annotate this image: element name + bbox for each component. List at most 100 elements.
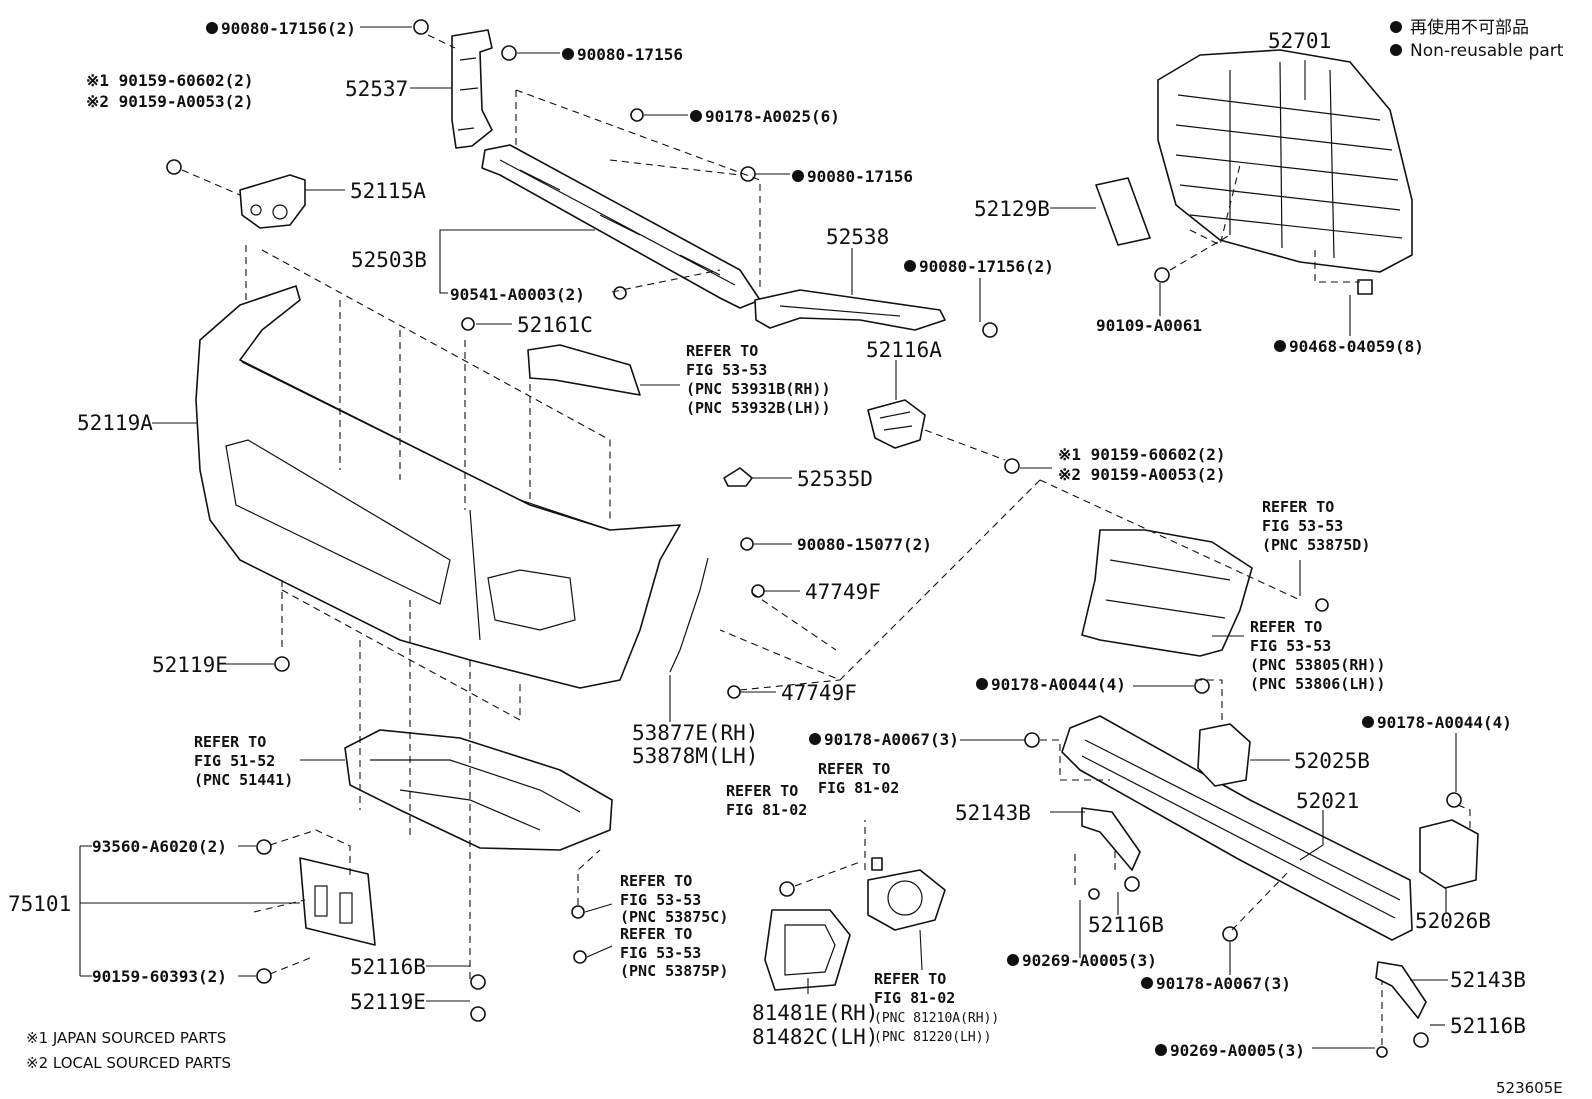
svg-text:REFER TO: REFER TO	[194, 733, 266, 751]
clip-icon	[613, 286, 627, 300]
label-81482c: 81482C(LH)	[752, 1025, 878, 1049]
label-90159-a0053-b: ※2 90159-A0053(2)	[1058, 465, 1226, 484]
svg-text:(PNC 53932B(LH)): (PNC 53932B(LH))	[686, 399, 831, 417]
harness-53877e	[669, 557, 709, 673]
bolt-icon	[1124, 876, 1140, 892]
label-53878m: 53878M(LH)	[632, 744, 758, 768]
svg-text:REFER TO: REFER TO	[620, 925, 692, 943]
label-90080-15077: 90080-15077(2)	[797, 535, 932, 554]
label-52116b-c: 52116B	[350, 955, 426, 979]
bolt-icon	[1413, 1032, 1429, 1048]
label-90109-a0061: 90109-A0061	[1096, 316, 1202, 335]
refer-note-53875d: REFER TO FIG 53-53 (PNC 53875D)	[1262, 498, 1370, 554]
clip-icon	[1088, 888, 1100, 900]
legend-en: Non-reusable part	[1410, 41, 1564, 61]
assembly-lines	[181, 34, 1471, 1045]
svg-text:REFER TO: REFER TO	[1250, 618, 1322, 636]
label-52129b: 52129B	[974, 197, 1050, 221]
refer-note-53931b: REFER TO FIG 53-53 (PNC 53931B(RH)) (PNC…	[686, 342, 831, 417]
label-93560-a6020: 93560-A6020(2)	[92, 837, 227, 856]
bolt-icon	[470, 974, 486, 990]
refer-note-81-02-a: REFER TO FIG 81-02	[726, 782, 807, 819]
svg-text:REFER TO: REFER TO	[620, 872, 692, 890]
bracket-52143b-upper	[1081, 807, 1141, 871]
svg-text:REFER TO: REFER TO	[1262, 498, 1334, 516]
label-90080-17156: 90080-17156	[577, 45, 683, 64]
bracket-52116a	[867, 399, 926, 449]
nut-icon	[630, 108, 644, 122]
bolt-icon	[727, 685, 741, 699]
label-52538: 52538	[826, 225, 889, 249]
grille-52701	[1157, 49, 1413, 273]
footnote-local: ※2 LOCAL SOURCED PARTS	[26, 1054, 231, 1072]
svg-text:REFER TO: REFER TO	[726, 782, 798, 800]
bolt-icon	[1004, 458, 1020, 474]
leader-lines	[79, 26, 1457, 1049]
bumper-cover-52119a	[195, 285, 681, 689]
bolt-icon	[256, 839, 272, 855]
label-52115a: 52115A	[350, 179, 426, 203]
clip-icon	[1376, 1046, 1388, 1058]
bracket-52115a	[239, 174, 306, 229]
label-47749f-b: 47749F	[781, 681, 857, 705]
nut-icon	[1024, 732, 1040, 748]
license-bracket-75101	[299, 857, 376, 946]
reinforcement-52503b	[481, 144, 761, 309]
svg-text:(PNC 53875D): (PNC 53875D)	[1262, 536, 1370, 554]
refer-note-51441: REFER TO FIG 51-52 (PNC 51441)	[194, 733, 293, 789]
label-52026b: 52026B	[1415, 909, 1491, 933]
svg-text:FIG 53-53: FIG 53-53	[620, 891, 701, 909]
bracket-52538	[754, 289, 946, 331]
fog-lamp-81481e	[764, 909, 851, 991]
fog-lamp-81210a	[867, 869, 946, 931]
label-90178-a0044-a: 90178-A0044(4)	[991, 675, 1126, 694]
label-81481e: 81481E(RH)	[752, 1001, 878, 1025]
svg-text:REFER TO: REFER TO	[818, 760, 890, 778]
fender-liner-part	[527, 344, 641, 396]
extension-52025b	[1197, 723, 1251, 787]
svg-text:(PNC 81210A(RH)): (PNC 81210A(RH))	[874, 1011, 999, 1026]
bolt-icon	[166, 159, 182, 175]
extension-52026b	[1419, 819, 1479, 889]
svg-text:(PNC 53875P): (PNC 53875P)	[620, 962, 728, 980]
refer-notes: REFER TO FIG 53-53 (PNC 53931B(RH)) (PNC…	[194, 342, 1385, 1045]
refer-note-81210a: REFER TO FIG 81-02 (PNC 81210A(RH)) (PNC…	[874, 970, 999, 1045]
label-52537: 52537	[345, 77, 408, 101]
svg-text:(PNC 81220(LH)): (PNC 81220(LH))	[874, 1030, 991, 1045]
label-90159-60393: 90159-60393(2)	[92, 967, 227, 986]
grille-cover-52129b	[1095, 177, 1151, 246]
nut-icon	[413, 19, 429, 35]
label-90269-a0005-b: 90269-A0005(3)	[1170, 1041, 1305, 1060]
refer-note-53875c: REFER TO FIG 53-53 (PNC 53875C)	[620, 872, 728, 926]
non-reusable-dot-icon	[1390, 21, 1402, 33]
label-52119e-b: 52119E	[350, 990, 426, 1014]
nut-icon	[1194, 678, 1210, 694]
bracket-52143b-lower	[1375, 961, 1427, 1019]
label-90080-17156-b: 90080-17156	[807, 167, 913, 186]
bolt-icon	[779, 881, 795, 897]
nut-icon	[501, 45, 517, 61]
clip-icon	[1315, 598, 1329, 612]
bracket-52535d	[723, 467, 753, 487]
footnotes: ※1 JAPAN SOURCED PARTS ※2 LOCAL SOURCED …	[26, 1029, 1563, 1097]
nut-icon	[1446, 792, 1462, 808]
svg-text:FIG 53-53: FIG 53-53	[620, 944, 701, 962]
bolt-icon	[470, 1006, 486, 1022]
svg-text:FIG 81-02: FIG 81-02	[726, 801, 807, 819]
svg-text:REFER TO: REFER TO	[874, 970, 946, 988]
bumper-reinforcement-52021	[1061, 715, 1413, 941]
svg-text:(PNC 51441): (PNC 51441)	[194, 771, 293, 789]
label-90159-a0053-a: ※2 90159-A0053(2)	[86, 92, 254, 111]
figure-id: 523605E	[1496, 1079, 1563, 1097]
svg-text:(PNC 53931B(RH)): (PNC 53931B(RH))	[686, 380, 831, 398]
bolt-icon	[573, 950, 587, 964]
label-90541-a0003: 90541-A0003(2)	[450, 285, 585, 304]
svg-text:FIG 53-53: FIG 53-53	[686, 361, 767, 379]
clip-icon	[571, 905, 585, 919]
label-52161c: 52161C	[517, 313, 593, 337]
label-52119a: 52119A	[77, 411, 153, 435]
svg-text:FIG 53-53: FIG 53-53	[1262, 517, 1343, 535]
label-52701: 52701	[1268, 29, 1331, 53]
svg-text:(PNC 53805(RH)): (PNC 53805(RH))	[1250, 656, 1385, 674]
